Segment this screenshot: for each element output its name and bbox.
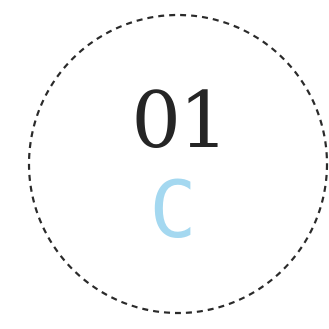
step-number: 01 [131,76,228,166]
step-letter: C [149,166,197,256]
dashed-circle-stroke [27,13,329,315]
